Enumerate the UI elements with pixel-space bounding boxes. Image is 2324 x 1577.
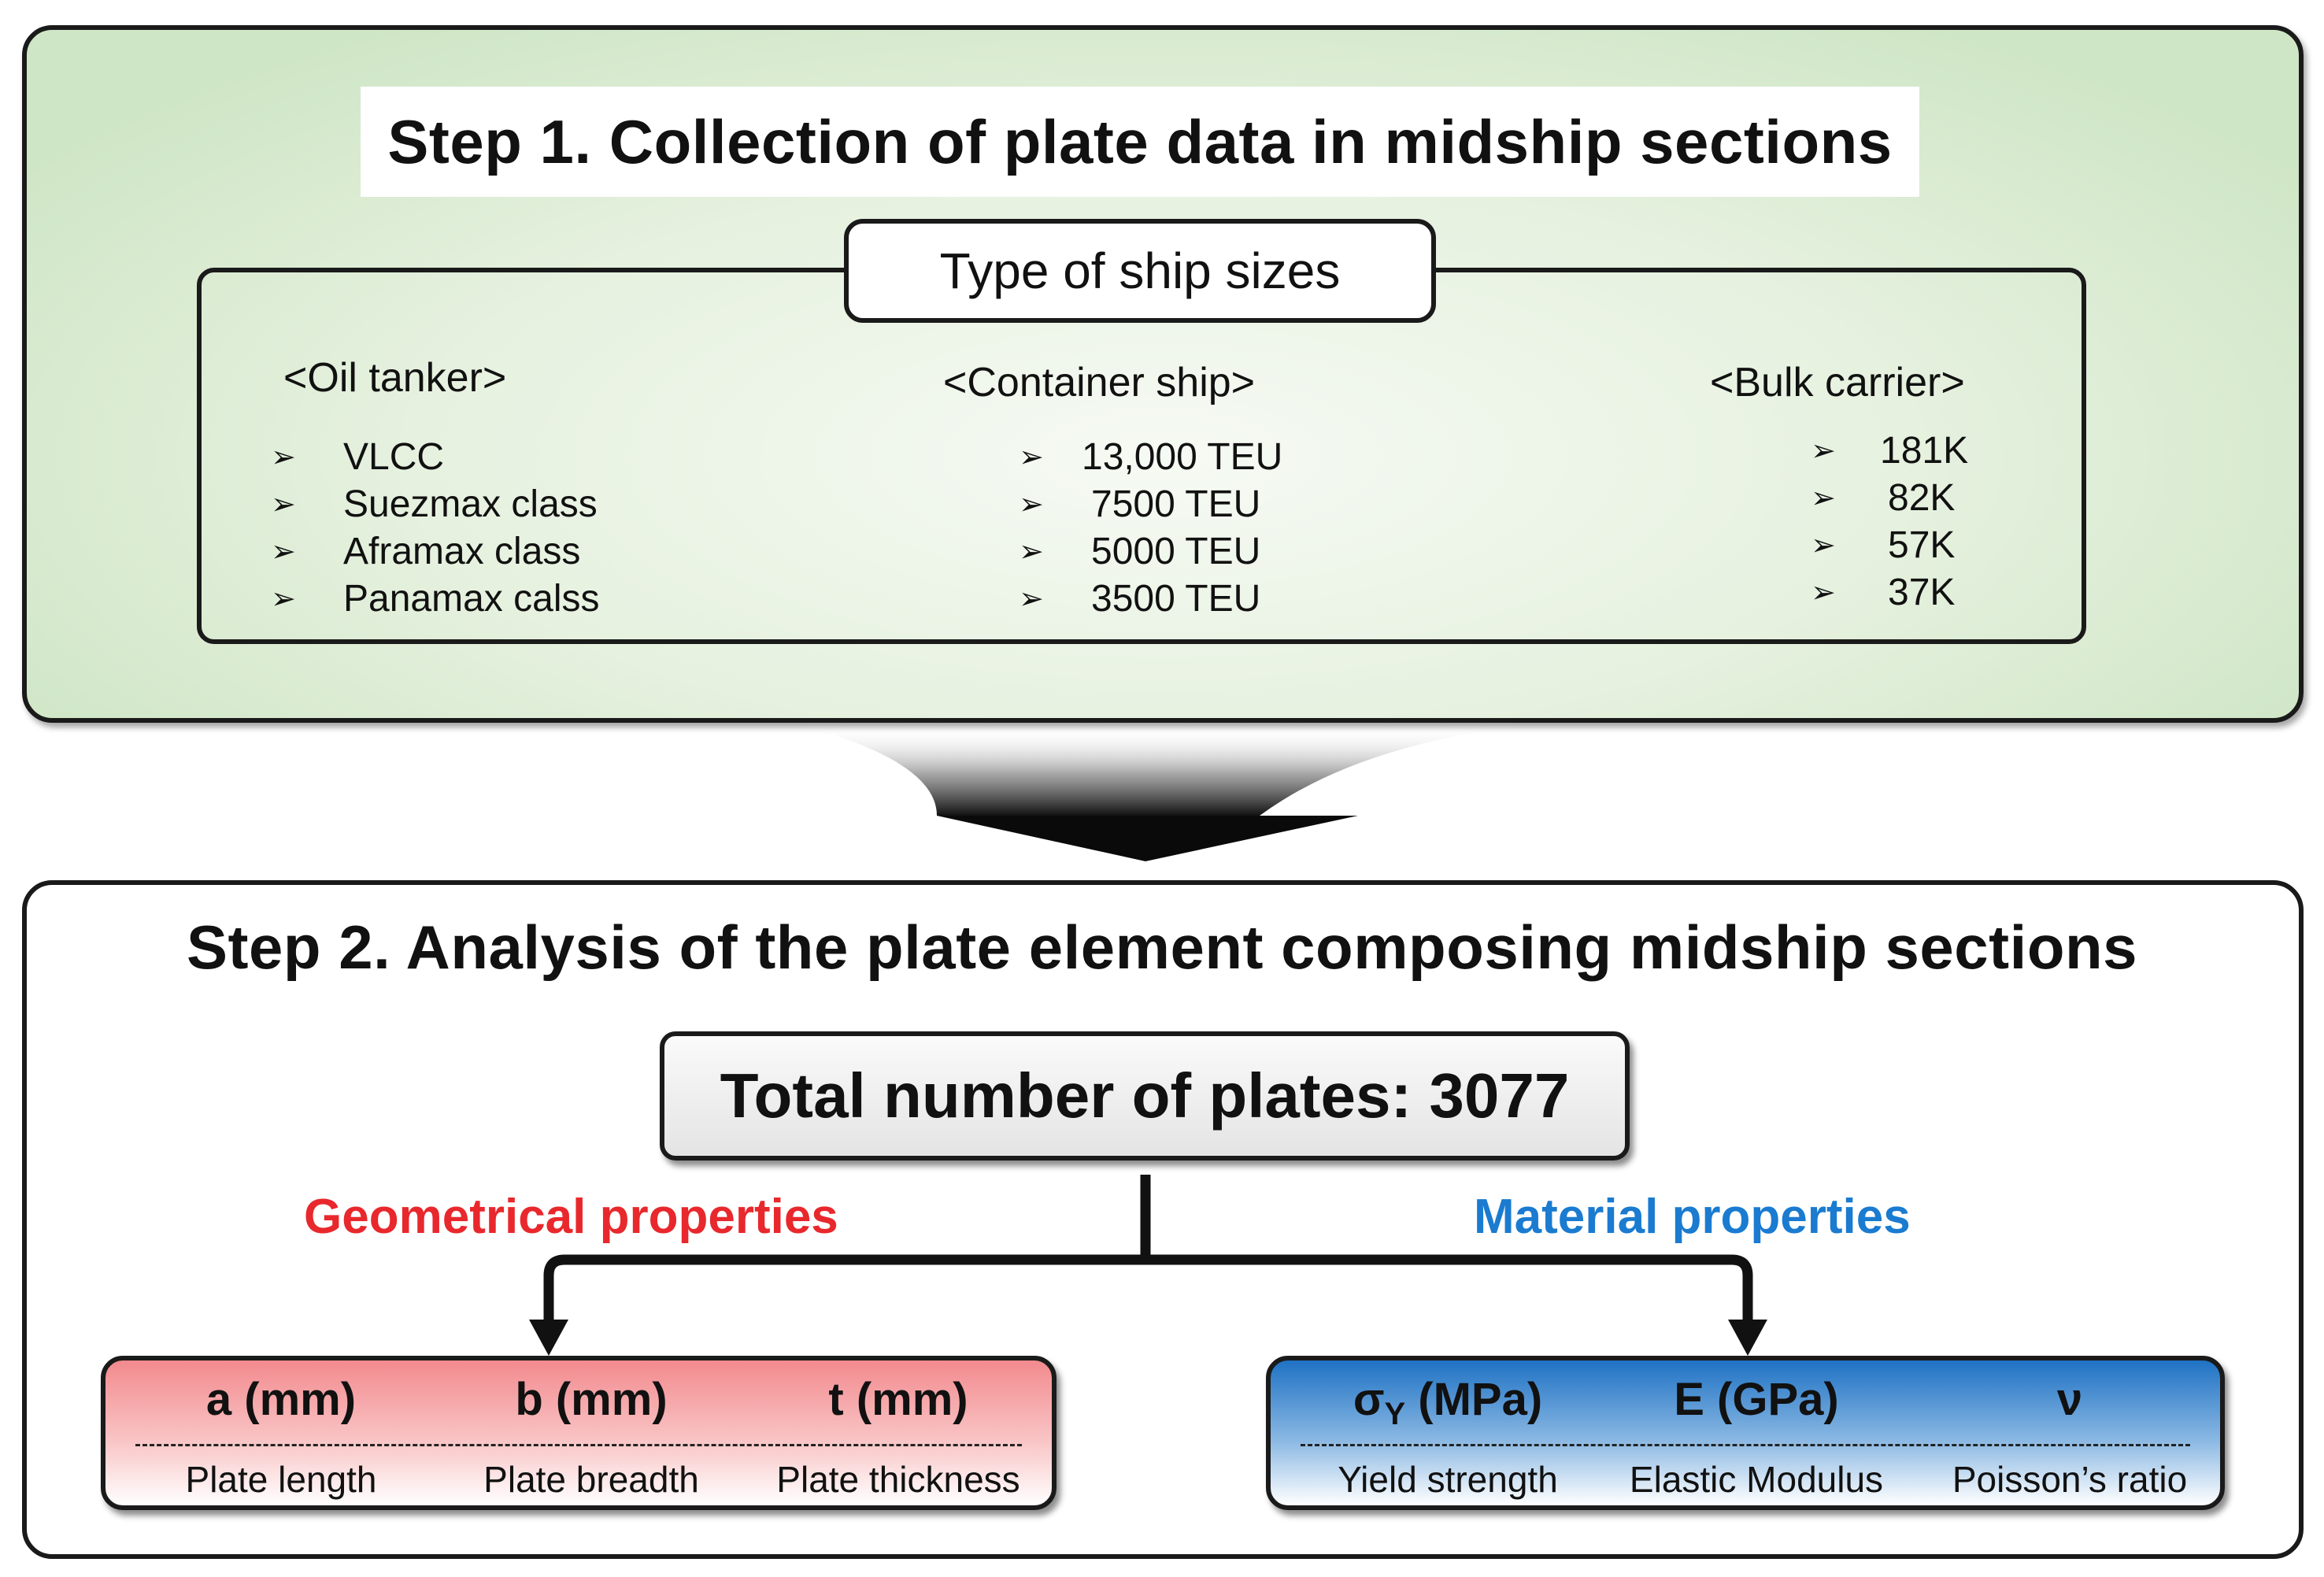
- bullet-arrow-icon: ➢: [1019, 582, 1044, 616]
- total-plates-box: Total number of plates: 3077: [660, 1031, 1630, 1161]
- sigma-symbol: σ: [1353, 1374, 1385, 1425]
- list-item-label: 5000 TEU: [1091, 530, 1261, 572]
- plate-length-symbol: a (mm): [205, 1374, 357, 1425]
- list-item-label: 181K: [1880, 429, 1969, 472]
- plate-thickness-symbol: t (mm): [828, 1374, 968, 1425]
- geometrical-properties-box: a (mm) Plate length b (mm) Plate breadth…: [101, 1356, 1057, 1510]
- container-ship-column: <Container ship> ➢ 13,000 TEU ➢ 7500 TEU ➢…: [943, 359, 1282, 622]
- list-item-label: Panamax calss: [343, 577, 600, 620]
- oil-tanker-column: <Oil tanker> ➢ VLCC ➢ Suezmax class ➢ Afram…: [271, 354, 599, 622]
- list-item-label: 57K: [1888, 524, 1956, 566]
- list-item: ➢ Suezmax class: [271, 480, 599, 528]
- bullet-arrow-icon: ➢: [271, 487, 296, 521]
- list-item-label: VLCC: [343, 435, 445, 478]
- bullet-arrow-icon: ➢: [1019, 487, 1044, 521]
- oil-tanker-heading: <Oil tanker>: [283, 355, 507, 401]
- yield-strength-label: Yield strength: [1338, 1459, 1558, 1500]
- flow-arrow-icon: [803, 726, 1519, 861]
- step1-title-box: Step 1. Collection of plate data in mids…: [361, 87, 1919, 197]
- container-ship-heading: <Container ship>: [943, 360, 1256, 405]
- dashed-divider: [1301, 1444, 2190, 1446]
- elastic-modulus-symbol: E (GPa): [1674, 1374, 1839, 1425]
- yield-strength-symbol: σY (MPa): [1294, 1373, 1601, 1432]
- plate-breadth-symbol: b (mm): [515, 1374, 668, 1425]
- yield-subscript: Y: [1384, 1397, 1406, 1431]
- list-item: ➢ Panamax calss: [271, 575, 599, 622]
- step1-title: Step 1. Collection of plate data in mids…: [387, 106, 1893, 176]
- bullet-arrow-icon: ➢: [1811, 434, 1836, 468]
- poissons-ratio-symbol: ν: [2056, 1374, 2083, 1425]
- list-item: ➢ VLCC: [271, 433, 599, 480]
- bullet-arrow-icon: ➢: [1019, 535, 1044, 568]
- plate-breadth-label: Plate breadth: [483, 1459, 699, 1500]
- list-item: ➢ 5000 TEU: [1019, 528, 1282, 575]
- list-item-label: 82K: [1888, 476, 1956, 519]
- poissons-ratio-label: Poisson’s ratio: [1952, 1459, 2188, 1500]
- bullet-arrow-icon: ➢: [271, 582, 296, 616]
- list-item: ➢ 82K: [1811, 474, 1968, 521]
- list-item-label: Suezmax class: [343, 483, 598, 525]
- dashed-divider: [135, 1444, 1022, 1446]
- geometrical-properties-label: Geometrical properties: [304, 1190, 838, 1244]
- plate-length-label: Plate length: [185, 1459, 377, 1500]
- list-item-label: 37K: [1888, 571, 1956, 613]
- list-item: ➢ 37K: [1811, 568, 1968, 616]
- bulk-carrier-list: ➢ 181K ➢ 82K ➢ 57K ➢ 37K: [1811, 427, 1968, 616]
- list-item: ➢ 13,000 TEU: [1019, 433, 1282, 480]
- step2-title: Step 2. Analysis of the plate element co…: [187, 913, 2137, 982]
- elastic-modulus-label: Elastic Modulus: [1629, 1459, 1884, 1500]
- container-ship-list: ➢ 13,000 TEU ➢ 7500 TEU ➢ 5000 TEU ➢ 3500 TE…: [1019, 433, 1282, 622]
- material-properties-box: σY (MPa) Yield strength E (GPa) Elastic …: [1266, 1356, 2225, 1510]
- bullet-arrow-icon: ➢: [1811, 481, 1836, 515]
- list-item: ➢ 3500 TEU: [1019, 575, 1282, 622]
- list-item-label: 7500 TEU: [1091, 483, 1261, 525]
- bullet-arrow-icon: ➢: [271, 440, 296, 474]
- yield-unit: (MPa): [1405, 1374, 1543, 1425]
- oil-tanker-list: ➢ VLCC ➢ Suezmax class ➢ Aframax class ➢ Pan…: [271, 433, 599, 622]
- list-item: ➢ 7500 TEU: [1019, 480, 1282, 528]
- ship-types-label: Type of ship sizes: [844, 219, 1436, 323]
- material-properties-label: Material properties: [1474, 1190, 1911, 1244]
- plate-thickness-label: Plate thickness: [776, 1459, 1020, 1500]
- bullet-arrow-icon: ➢: [1811, 576, 1836, 609]
- list-item: ➢ Aframax class: [271, 528, 599, 575]
- list-item-label: Aframax class: [343, 530, 581, 572]
- bulk-carrier-heading: <Bulk carrier>: [1710, 360, 1965, 405]
- bullet-arrow-icon: ➢: [1811, 528, 1836, 562]
- bullet-arrow-icon: ➢: [1019, 440, 1044, 474]
- list-item-label: 3500 TEU: [1091, 577, 1261, 620]
- list-item-label: 13,000 TEU: [1082, 435, 1283, 478]
- bulk-carrier-column: <Bulk carrier> ➢ 181K ➢ 82K ➢ 57K ➢ 37K: [1710, 359, 1968, 616]
- bullet-arrow-icon: ➢: [271, 535, 296, 568]
- list-item: ➢ 57K: [1811, 521, 1968, 568]
- list-item: ➢ 181K: [1811, 427, 1968, 474]
